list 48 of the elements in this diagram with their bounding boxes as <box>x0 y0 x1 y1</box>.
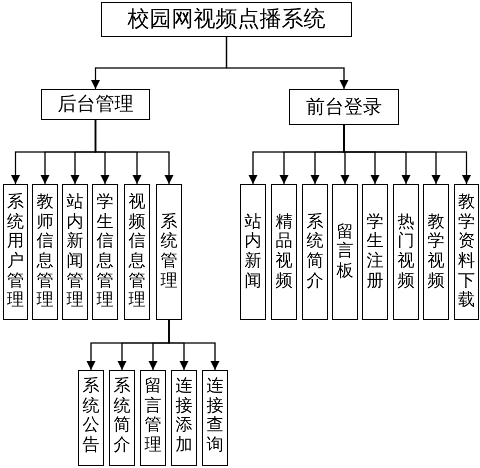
box-label: 连接查询 <box>206 377 224 456</box>
box-label: 校园网视频点播系统 <box>128 8 326 30</box>
box-label: 学生信息管理 <box>96 193 114 311</box>
process-box <box>302 184 328 320</box>
box-label: 系统公告 <box>82 377 100 456</box>
process-box <box>393 184 419 320</box>
process-box <box>332 184 358 320</box>
arrow <box>94 120 174 184</box>
box-label: 热门视频 <box>398 212 414 292</box>
arrow <box>343 125 471 184</box>
process-box <box>140 370 166 466</box>
process-box <box>362 184 388 320</box>
process-box <box>423 184 449 320</box>
box-label: 站内新闻管理 <box>66 193 84 311</box>
process-box <box>271 184 297 320</box>
box-label: 系统简介 <box>306 212 324 292</box>
process-box <box>156 184 182 320</box>
process-box <box>101 2 352 37</box>
process-box <box>109 370 135 466</box>
box-label: 站内新闻 <box>244 212 262 292</box>
box-label: 系统用户管理 <box>7 193 24 311</box>
box-label: 连接添加 <box>176 377 192 456</box>
box-label: 精品视频 <box>276 212 292 292</box>
process-box <box>202 370 228 466</box>
box-label: 前台登录 <box>306 98 382 116</box>
box-label: 视频信息管理 <box>128 193 146 311</box>
box-label: 留言管理 <box>144 377 162 456</box>
process-box <box>32 184 58 320</box>
box-label: 教学视频 <box>428 212 444 292</box>
arrow <box>168 320 220 370</box>
process-box <box>62 184 88 320</box>
process-box <box>240 184 266 320</box>
box-label: 学生注册 <box>366 212 384 292</box>
box-label: 后台管理 <box>58 95 134 114</box>
process-box <box>92 184 118 320</box>
box-label: 教学资料下载 <box>458 193 475 311</box>
box-label: 系统管理 <box>160 212 178 292</box>
process-box <box>171 370 197 466</box>
box-label: 教师信息管理 <box>36 193 54 311</box>
process-box <box>454 184 479 320</box>
box-label: 留言板 <box>336 222 354 282</box>
process-box <box>289 89 399 125</box>
process-box <box>78 370 104 466</box>
process-box <box>41 89 150 120</box>
box-label: 系统简介 <box>114 377 130 456</box>
process-box <box>124 184 150 320</box>
arrow <box>226 37 348 89</box>
process-box <box>3 184 28 320</box>
